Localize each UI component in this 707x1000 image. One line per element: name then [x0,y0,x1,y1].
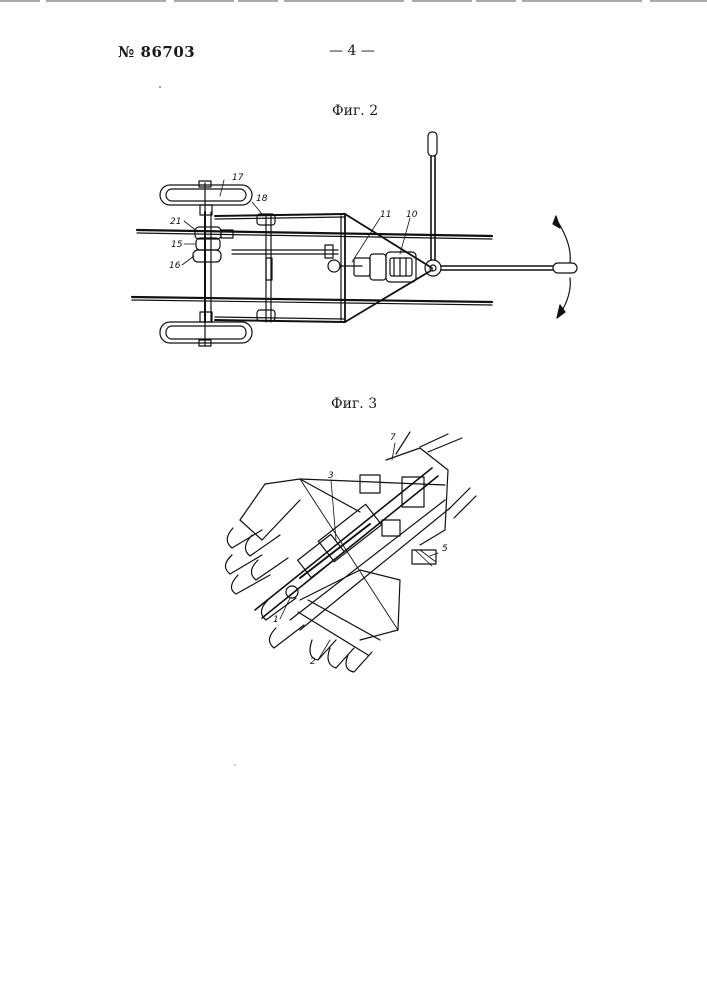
fig2-label-11: 11 [380,210,391,220]
fig3-label-3: 3 [328,471,334,481]
figure-2-drawing: 17 18 21 15 16 11 10 [132,132,577,346]
fig3-label-5: 5 [442,544,448,554]
handle [425,132,441,276]
fig3-label-7: 7 [390,433,396,443]
fig2-label-10: 10 [406,210,418,220]
upper-wheel [160,181,252,215]
fig3-label-2: 2 [310,657,316,667]
fig3-label-1: 1 [273,615,279,625]
fig2-label-17: 17 [232,173,244,183]
figure-3-drawing: 3 7 5 1 2 [225,432,476,672]
fig2-label-21: 21 [170,217,181,227]
speck [159,86,161,88]
fig2-label-15: 15 [171,240,183,250]
fig2-label-18: 18 [256,194,268,204]
speck [234,764,235,765]
fig2-label-16: 16 [169,261,181,271]
